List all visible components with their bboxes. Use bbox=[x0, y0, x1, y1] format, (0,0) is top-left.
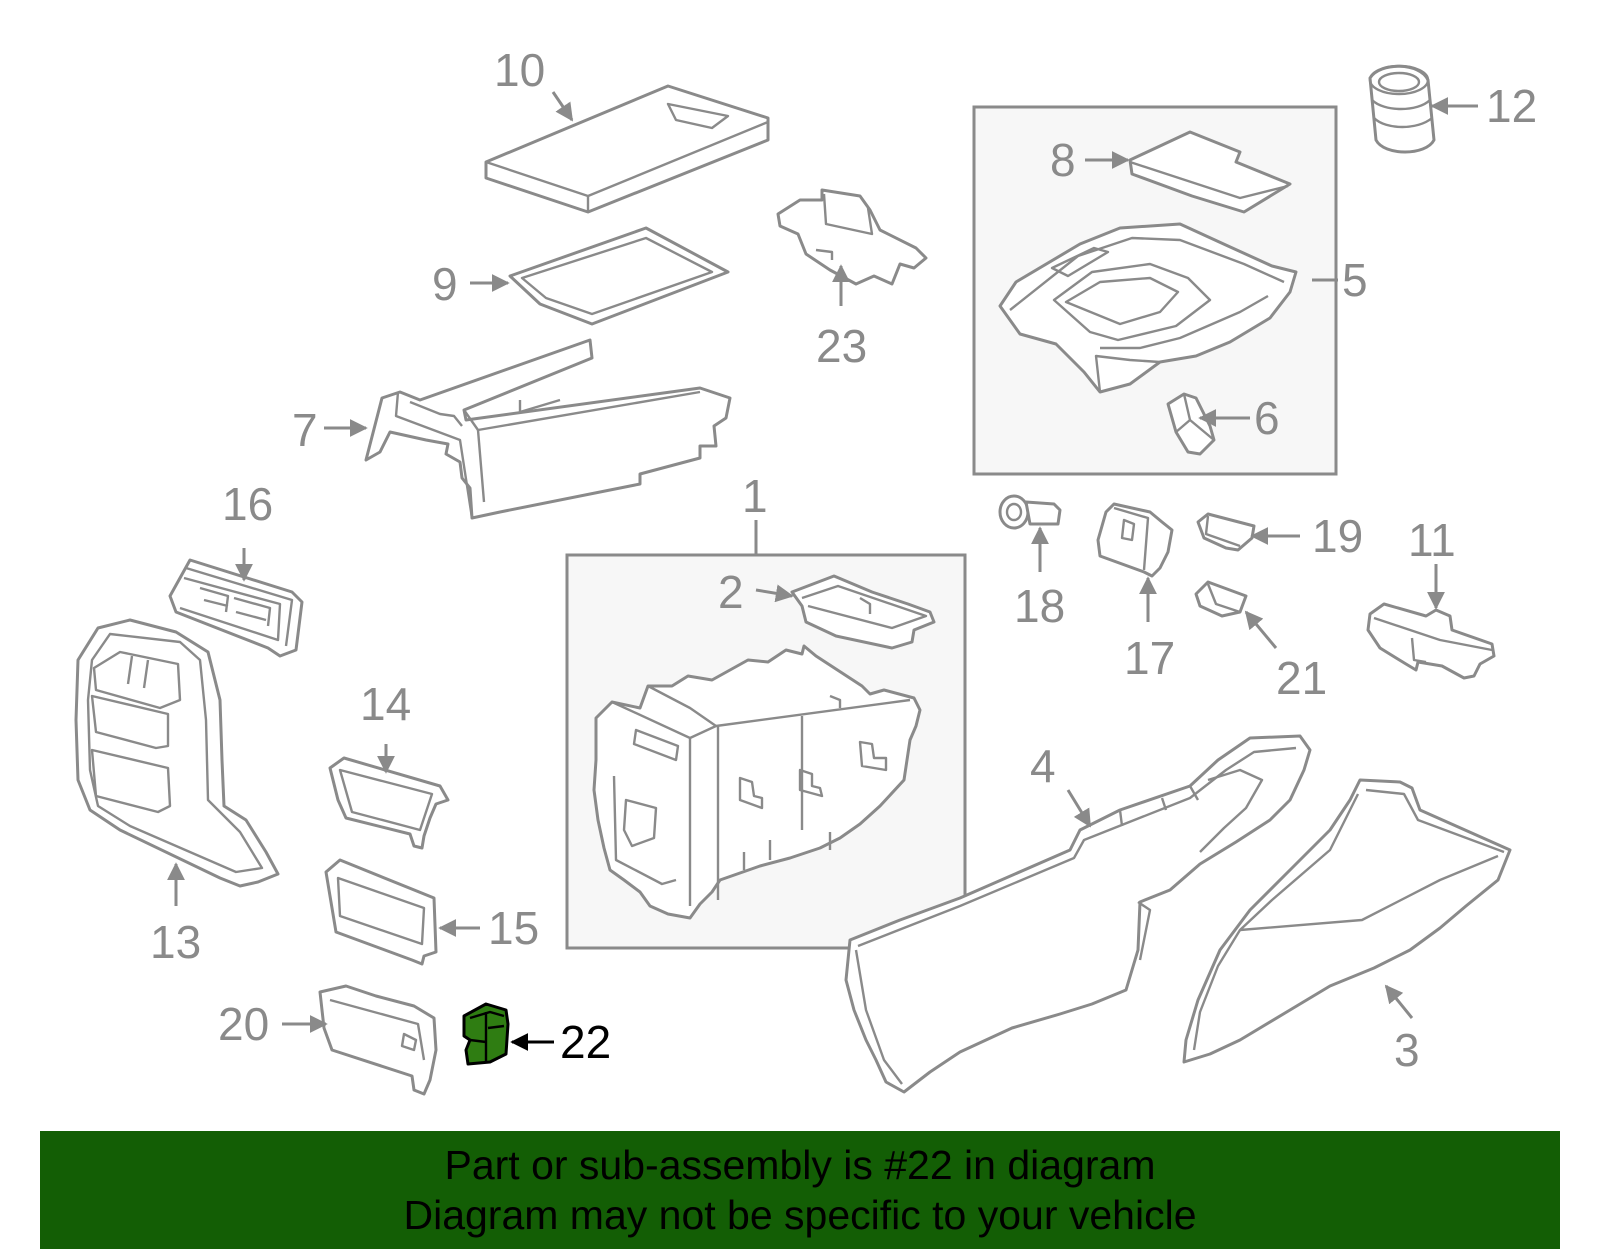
callout-14: 14 bbox=[360, 678, 411, 730]
part-19-plate bbox=[1196, 512, 1256, 552]
part-20-rear-bracket bbox=[318, 984, 438, 1096]
callout-20: 20 bbox=[218, 998, 269, 1050]
part-10-lid-pad bbox=[484, 84, 770, 214]
callout-17: 17 bbox=[1124, 632, 1175, 684]
callout-5: 5 bbox=[1342, 254, 1368, 306]
callout-19: 19 bbox=[1312, 510, 1363, 562]
callout-22: 22 bbox=[560, 1016, 611, 1068]
part-14-bezel bbox=[328, 756, 450, 850]
part-1-console-box bbox=[592, 644, 922, 920]
part-8-insert bbox=[1128, 130, 1292, 214]
banner-line-1: Part or sub-assembly is #22 in diagram bbox=[444, 1142, 1156, 1188]
callout-3: 3 bbox=[1394, 1024, 1420, 1076]
callout-16: 16 bbox=[222, 478, 273, 530]
part-9-tray-mat bbox=[508, 226, 730, 326]
callout-15: 15 bbox=[488, 902, 539, 954]
callout-23: 23 bbox=[816, 320, 867, 372]
callout-9: 9 bbox=[432, 258, 458, 310]
part-16-rear-vent bbox=[168, 558, 304, 658]
callout-2: 2 bbox=[718, 566, 744, 618]
part-18-socket bbox=[998, 494, 1062, 530]
part-15-trim-frame bbox=[324, 858, 438, 966]
part-22-clip-highlighted bbox=[462, 1002, 510, 1066]
part-2-tray-insert bbox=[790, 574, 936, 650]
part-23-bracket bbox=[776, 188, 928, 286]
part-13-rear-panel bbox=[74, 618, 280, 888]
part-7-console-upper-trim bbox=[364, 338, 732, 520]
parts-diagram: 1 2 3 4 5 6 7 8 9 10 11 12 13 14 15 16 1… bbox=[74, 44, 1537, 1096]
part-4-side-panel bbox=[844, 734, 1312, 1094]
callouts: 1 2 3 4 5 6 7 8 9 10 11 12 13 14 15 16 1… bbox=[150, 44, 1537, 1076]
callout-7: 7 bbox=[292, 404, 318, 456]
info-banner: Part or sub-assembly is #22 in diagram D… bbox=[40, 1131, 1560, 1249]
callout-1: 1 bbox=[742, 470, 768, 522]
callout-12: 12 bbox=[1486, 80, 1537, 132]
part-6-clip bbox=[1166, 392, 1216, 456]
callout-11: 11 bbox=[1408, 514, 1456, 566]
callout-10: 10 bbox=[494, 44, 545, 96]
banner-line-2: Diagram may not be specific to your vehi… bbox=[403, 1192, 1197, 1238]
part-17-switch bbox=[1096, 502, 1174, 578]
part-5-shifter-bezel bbox=[998, 222, 1298, 394]
callout-21: 21 bbox=[1276, 652, 1327, 704]
leader-lines bbox=[167, 91, 1478, 1051]
callout-4: 4 bbox=[1030, 740, 1056, 792]
callout-13: 13 bbox=[150, 916, 201, 968]
part-12-cup-holder bbox=[1368, 64, 1436, 154]
callout-6: 6 bbox=[1254, 392, 1280, 444]
part-3-side-panel-right bbox=[1182, 778, 1512, 1064]
callout-8: 8 bbox=[1050, 134, 1076, 186]
callout-18: 18 bbox=[1014, 580, 1065, 632]
part-11-long-bracket bbox=[1366, 602, 1496, 680]
part-21-cap bbox=[1194, 580, 1248, 618]
